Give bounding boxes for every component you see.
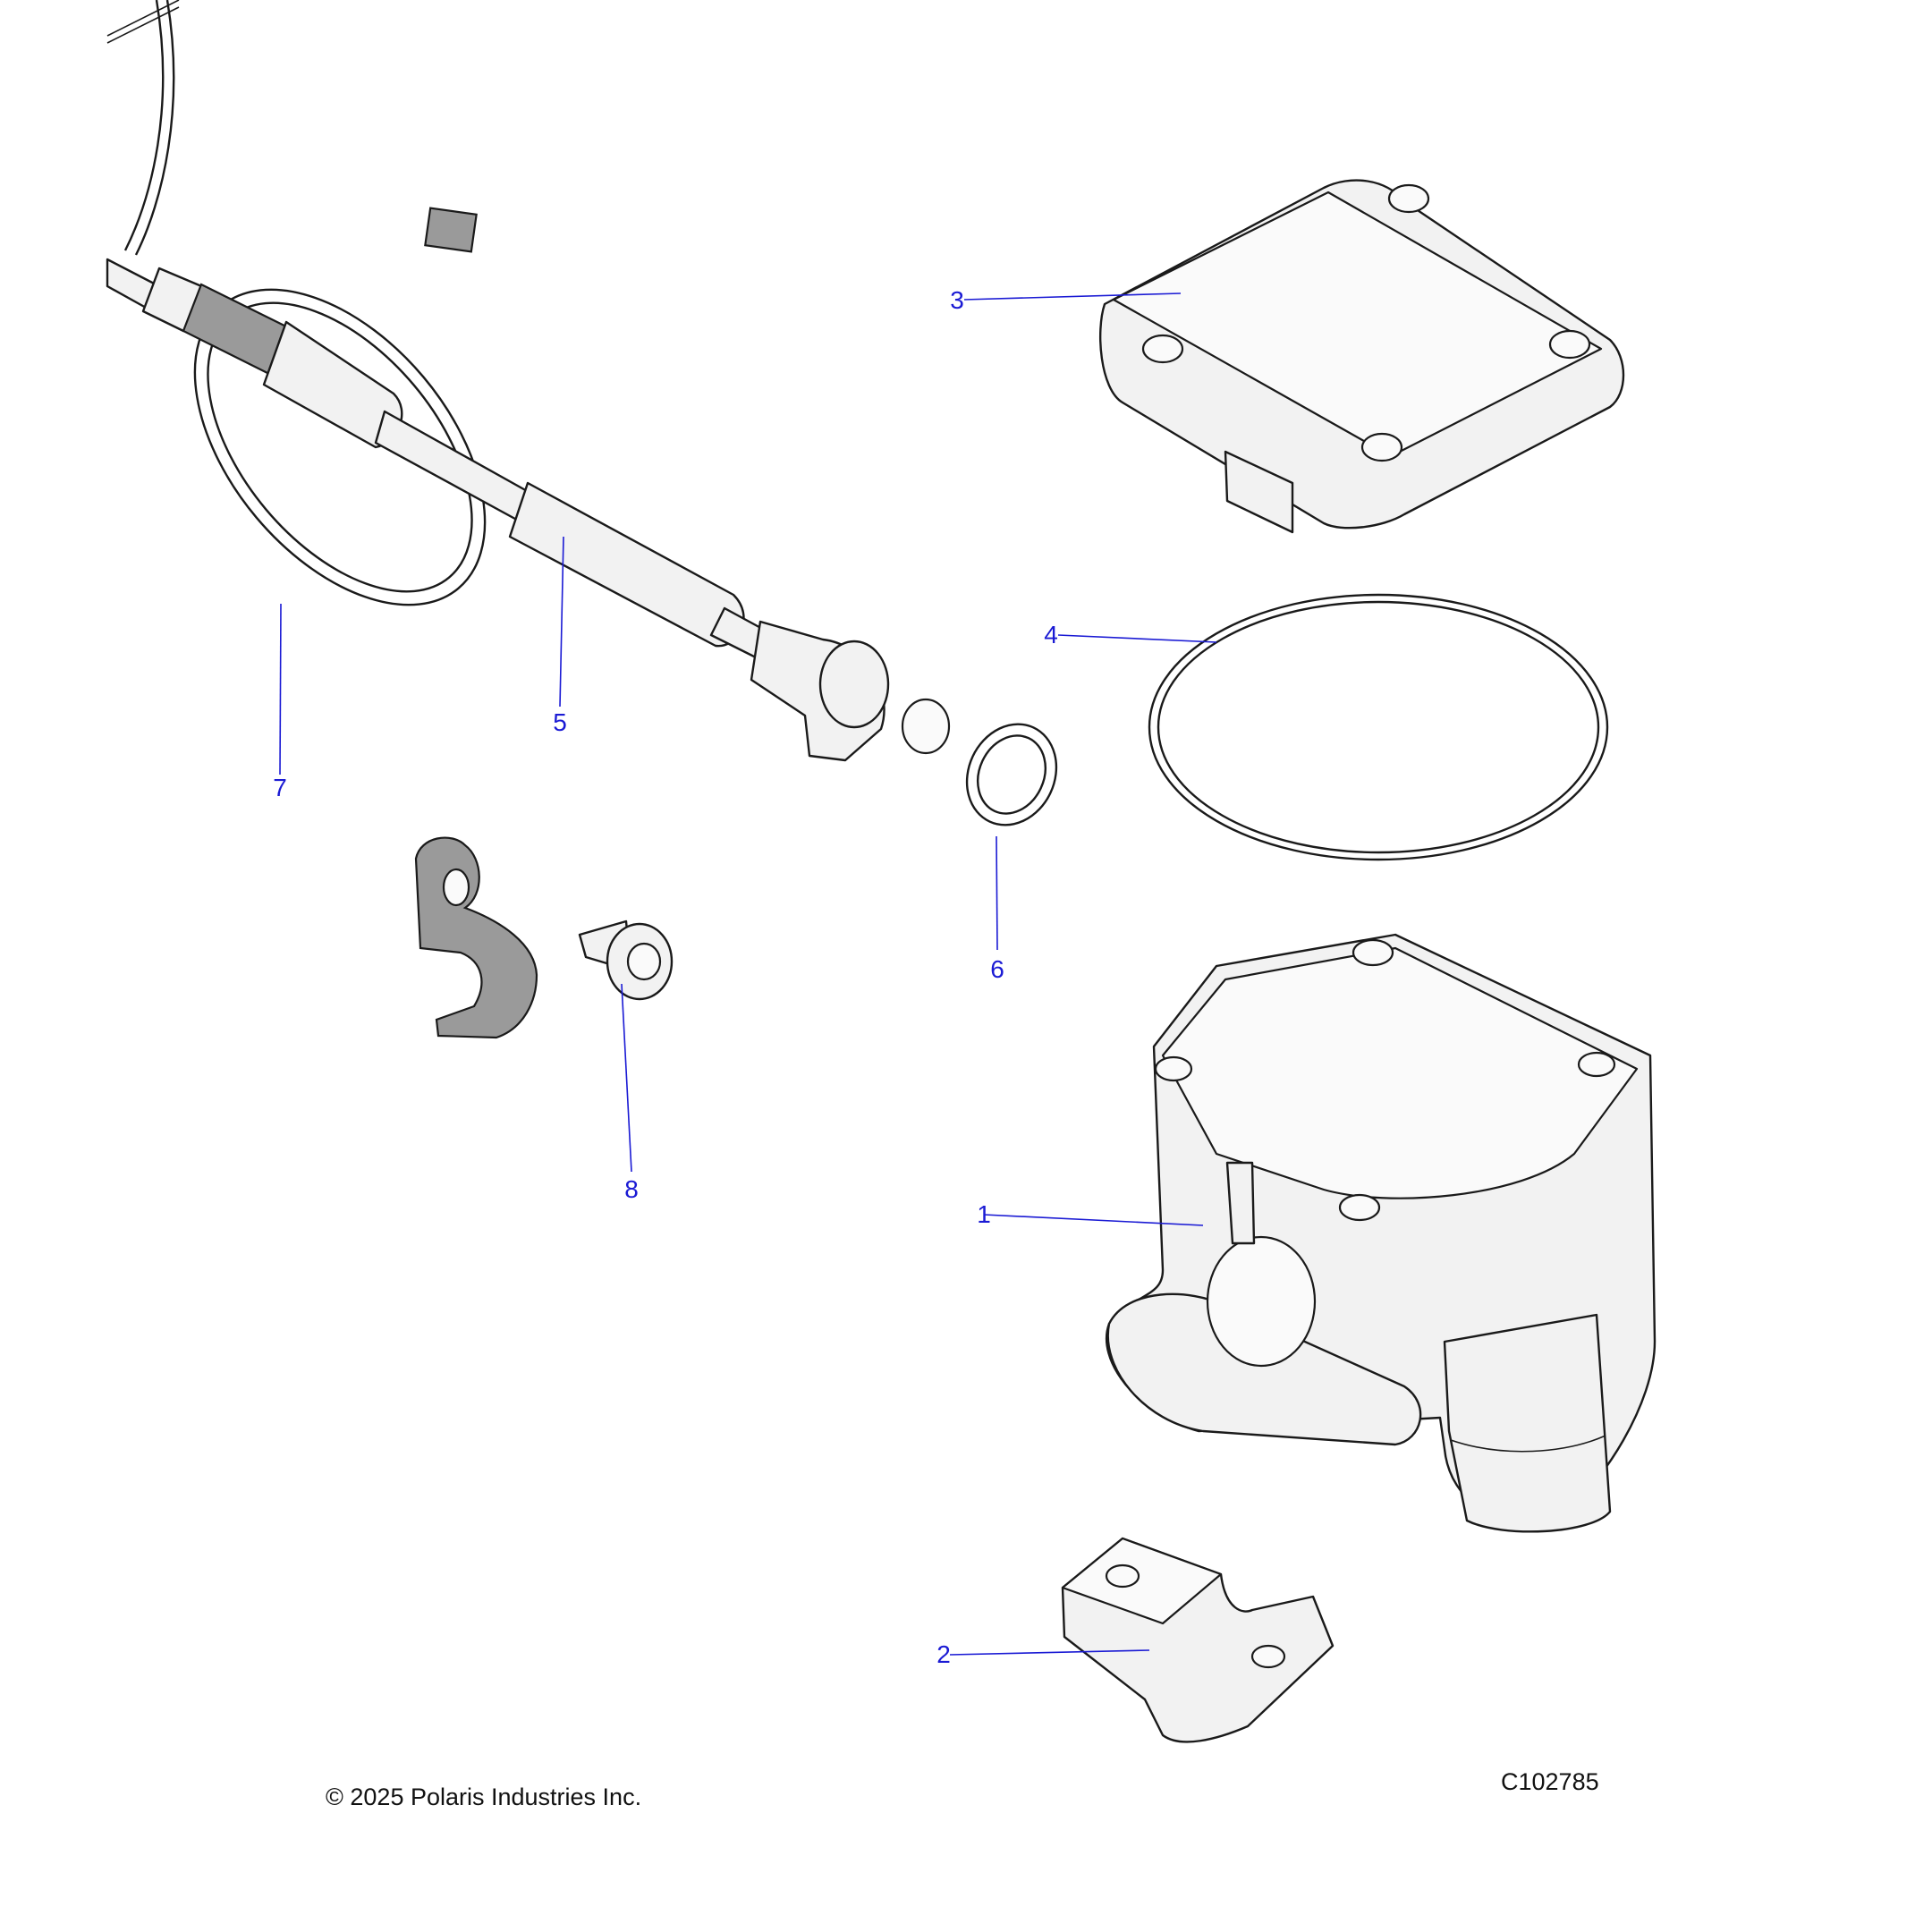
callout-7: 7 <box>273 774 287 801</box>
figure-id: C102785 <box>1501 1768 1599 1795</box>
callout-6: 6 <box>990 955 1004 983</box>
leader-5 <box>559 536 564 708</box>
leader-7 <box>279 603 282 775</box>
part-3-cover <box>1098 179 1625 534</box>
copyright-notice: © 2025 Polaris Industries Inc. <box>326 1784 642 1810</box>
callout-2: 2 <box>936 1640 951 1668</box>
leader-4 <box>1057 634 1217 643</box>
part-4-large-o-ring <box>1148 593 1609 861</box>
callout-8: 8 <box>624 1175 639 1203</box>
callout-4: 4 <box>1044 621 1058 648</box>
callout-5: 5 <box>553 708 567 736</box>
part-6-small-o-ring <box>965 723 1058 826</box>
leader-1 <box>983 1214 1204 1226</box>
leader-6 <box>996 835 998 951</box>
part-8-screw <box>578 919 674 1001</box>
bracket-clip <box>414 836 538 1039</box>
part-2-clamp <box>1061 1537 1335 1743</box>
leader-2 <box>949 1649 1150 1656</box>
leader-3 <box>963 292 1182 301</box>
leader-8 <box>621 983 632 1173</box>
part-1-housing <box>1105 933 1657 1533</box>
callout-3: 3 <box>950 286 964 314</box>
leader-lines <box>279 292 1217 1656</box>
part-5-cable <box>106 258 951 762</box>
part-7-cable-tie <box>106 0 487 606</box>
callout-1: 1 <box>977 1200 991 1228</box>
